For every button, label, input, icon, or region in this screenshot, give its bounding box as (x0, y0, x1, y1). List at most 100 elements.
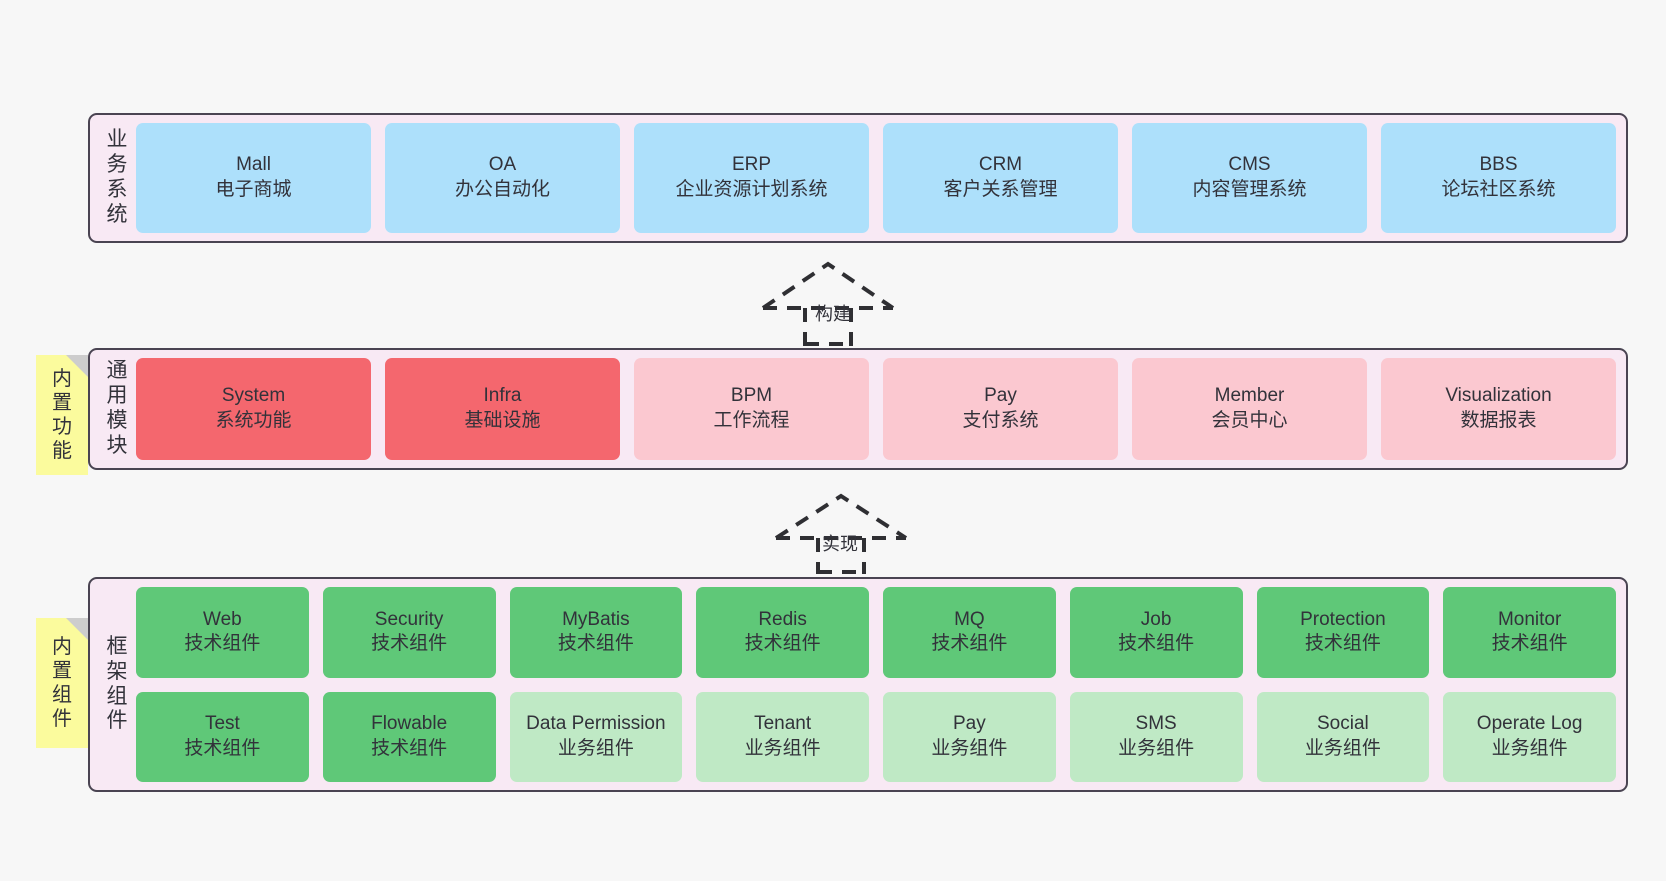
layer-caption-common-module: 通 用 模 块 (106, 359, 128, 457)
tile-pay[interactable]: Pay 支付系统 (883, 358, 1118, 460)
tile-subtitle: 数据报表 (1460, 410, 1537, 431)
tile-security[interactable]: Security 技术组件 (322, 587, 496, 678)
tile-title: Visualization (1445, 385, 1552, 407)
tile-subtitle: 支付系统 (962, 410, 1039, 431)
tile-system[interactable]: System 系统功能 (136, 358, 371, 460)
tile-mybatis[interactable]: MyBatis 技术组件 (509, 587, 683, 678)
tile-pay-business[interactable]: Pay 业务组件 (883, 691, 1056, 782)
tile-bbs[interactable]: BBS 论坛社区系统 (1381, 123, 1616, 233)
sticky-note-text: 内 置 功 能 (52, 368, 72, 462)
tile-title: MQ (954, 608, 985, 630)
tile-subtitle: 基础设施 (464, 410, 541, 431)
tile-oa[interactable]: OA 办公自动化 (385, 123, 620, 233)
connector-implement: 实现 (770, 492, 912, 574)
tile-subtitle: 技术组件 (1491, 633, 1568, 655)
sticky-note-builtin-component: 内 置 组 件 (36, 618, 88, 748)
tile-bpm[interactable]: BPM 工作流程 (634, 358, 869, 460)
tile-subtitle: 办公自动化 (454, 179, 550, 200)
tile-infra[interactable]: Infra 基础设施 (385, 358, 620, 460)
tile-row: System 系统功能 Infra 基础设施 BPM 工作流程 Pay 支付系统… (136, 358, 1616, 460)
tile-erp[interactable]: ERP 企业资源计划系统 (634, 123, 869, 233)
tile-title: Monitor (1497, 608, 1562, 630)
tile-operate-log[interactable]: Operate Log 业务组件 (1443, 691, 1616, 782)
tile-subtitle: 业务组件 (744, 737, 821, 759)
tile-title: Social (1317, 713, 1369, 735)
sticky-note-text: 内 置 组 件 (52, 636, 72, 730)
tile-subtitle: 业务组件 (1118, 737, 1195, 759)
tile-title: Protection (1300, 608, 1386, 630)
tile-monitor[interactable]: Monitor 技术组件 (1443, 587, 1616, 678)
tile-subtitle: 业务组件 (1304, 737, 1381, 759)
tile-subtitle: 论坛社区系统 (1441, 179, 1556, 200)
tile-data-permission[interactable]: Data Permission 业务组件 (509, 691, 683, 782)
tile-protection[interactable]: Protection 技术组件 (1256, 587, 1430, 678)
tile-title: Flowable (371, 713, 448, 735)
tile-subtitle: 技术组件 (1304, 633, 1381, 655)
tile-subtitle: 工作流程 (713, 410, 790, 431)
tile-sms[interactable]: SMS 业务组件 (1069, 691, 1243, 782)
tile-subtitle: 业务组件 (1491, 737, 1568, 759)
tile-title: Web (203, 608, 242, 630)
layer-common-module: 通 用 模 块 System 系统功能 Infra 基础设施 BPM 工作流程 … (88, 348, 1628, 470)
tile-title: Infra (483, 385, 522, 407)
layer-business-system: 业 务 系 统 Mall 电子商城 OA 办公自动化 ERP 企业资源计划系统 … (88, 113, 1628, 243)
tile-title: Tenant (754, 713, 812, 735)
connector-build: 构建 (757, 258, 899, 346)
tile-title: Security (374, 608, 444, 630)
tile-subtitle: 技术组件 (371, 633, 448, 655)
tile-web[interactable]: Web 技术组件 (136, 587, 309, 678)
tile-subtitle: 电子商城 (215, 179, 292, 200)
tile-title: Mall (236, 154, 271, 176)
connector-implement-label: 实现 (822, 534, 858, 554)
tile-subtitle: 系统功能 (215, 410, 292, 431)
tile-tenant[interactable]: Tenant 业务组件 (696, 691, 869, 782)
layer-caption-business-system: 业 务 系 统 (106, 128, 128, 226)
tile-area-common-module: System 系统功能 Infra 基础设施 BPM 工作流程 Pay 支付系统… (136, 358, 1616, 460)
tile-title: Operate Log (1476, 713, 1583, 735)
tile-redis[interactable]: Redis 技术组件 (696, 587, 869, 678)
tile-subtitle: 技术组件 (1118, 633, 1195, 655)
layer-framework-component: 框 架 组 件 Web 技术组件 Security 技术组件 MyBatis 技… (88, 577, 1628, 792)
tile-flowable[interactable]: Flowable 技术组件 (322, 691, 496, 782)
tile-title: MyBatis (562, 608, 630, 630)
tile-cms[interactable]: CMS 内容管理系统 (1132, 123, 1367, 233)
tile-title: Job (1140, 608, 1172, 630)
tile-title: SMS (1135, 713, 1177, 735)
layer-caption-framework-component: 框 架 组 件 (106, 634, 128, 733)
tile-member[interactable]: Member 会员中心 (1132, 358, 1367, 460)
tile-row: Test 技术组件 Flowable 技术组件 Data Permission … (136, 691, 1616, 782)
tile-subtitle: 企业资源计划系统 (675, 179, 828, 200)
tile-title: Pay (953, 713, 986, 735)
tile-social[interactable]: Social 业务组件 (1256, 691, 1430, 782)
tile-area-business-system: Mall 电子商城 OA 办公自动化 ERP 企业资源计划系统 CRM 客户关系… (136, 123, 1616, 233)
tile-visualization[interactable]: Visualization 数据报表 (1381, 358, 1616, 460)
tile-title: Member (1214, 385, 1285, 407)
tile-crm[interactable]: CRM 客户关系管理 (883, 123, 1118, 233)
tile-job[interactable]: Job 技术组件 (1069, 587, 1243, 678)
tile-subtitle: 技术组件 (744, 633, 821, 655)
sticky-note-builtin-function: 内 置 功 能 (36, 355, 88, 475)
tile-title: Test (204, 713, 240, 735)
connector-build-label: 构建 (815, 304, 851, 324)
tile-title: Redis (758, 608, 807, 630)
tile-title: Pay (984, 385, 1017, 407)
tile-test[interactable]: Test 技术组件 (136, 691, 309, 782)
tile-title: System (221, 385, 286, 407)
tile-row: Mall 电子商城 OA 办公自动化 ERP 企业资源计划系统 CRM 客户关系… (136, 123, 1616, 233)
tile-subtitle: 客户关系管理 (943, 179, 1058, 200)
tile-row: Web 技术组件 Security 技术组件 MyBatis 技术组件 Redi… (136, 587, 1616, 678)
tile-title: OA (488, 154, 517, 176)
tile-mq[interactable]: MQ 技术组件 (883, 587, 1056, 678)
tile-title: BBS (1479, 154, 1518, 176)
tile-subtitle: 技术组件 (557, 633, 634, 655)
tile-title: ERP (731, 154, 772, 176)
tile-title: CRM (978, 154, 1023, 176)
tile-subtitle: 技术组件 (184, 737, 261, 759)
page-fold-icon (66, 355, 88, 377)
tile-title: CMS (1228, 154, 1271, 176)
tile-mall[interactable]: Mall 电子商城 (136, 123, 371, 233)
tile-subtitle: 业务组件 (931, 737, 1008, 759)
tile-subtitle: 会员中心 (1211, 410, 1288, 431)
tile-subtitle: 技术组件 (371, 737, 448, 759)
tile-title: Data Permission (526, 713, 666, 735)
